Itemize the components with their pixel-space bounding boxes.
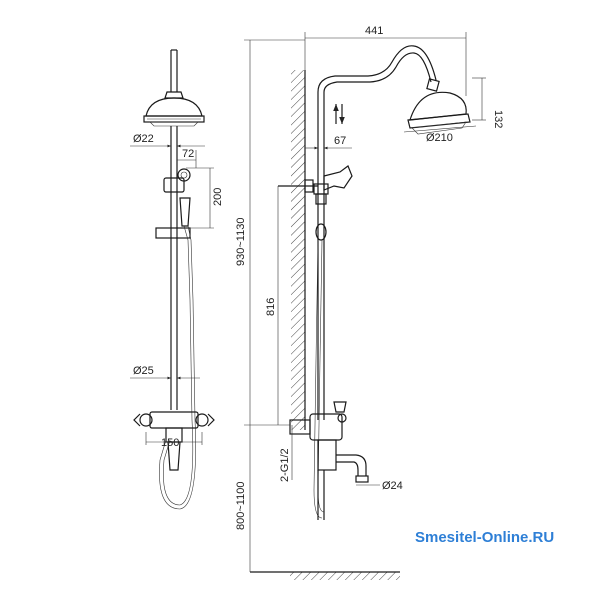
side-view (244, 32, 486, 580)
front-shower-head (143, 91, 205, 127)
dim-h132: 132 (492, 110, 504, 128)
dim-h816: 816 (265, 298, 277, 316)
dim-d22: Ø22 (133, 133, 154, 145)
dim-w441: 441 (365, 25, 383, 37)
dim-d210: Ø210 (426, 132, 453, 144)
floor-hatch (290, 572, 400, 580)
dim-d25: Ø25 (133, 365, 154, 377)
dim-h930-1130: 930~1130 (235, 218, 247, 266)
dim-h200: 200 (212, 188, 224, 206)
side-mixer (289, 401, 369, 483)
dim-g12: 2-G1/2 (279, 448, 291, 482)
dim-w67: 67 (334, 135, 346, 147)
dim-w150: 150 (161, 437, 179, 449)
dim-w72: 72 (182, 148, 194, 160)
dim-d24: Ø24 (382, 480, 403, 492)
side-shower-head (407, 78, 471, 135)
side-hand-shower (313, 165, 353, 241)
dim-h800-1100: 800~1100 (235, 482, 247, 530)
watermark-text: Smesitel-Online.RU (415, 529, 554, 546)
wall-hatch (291, 70, 305, 430)
front-view (130, 49, 215, 510)
front-hand-shower (155, 168, 191, 239)
